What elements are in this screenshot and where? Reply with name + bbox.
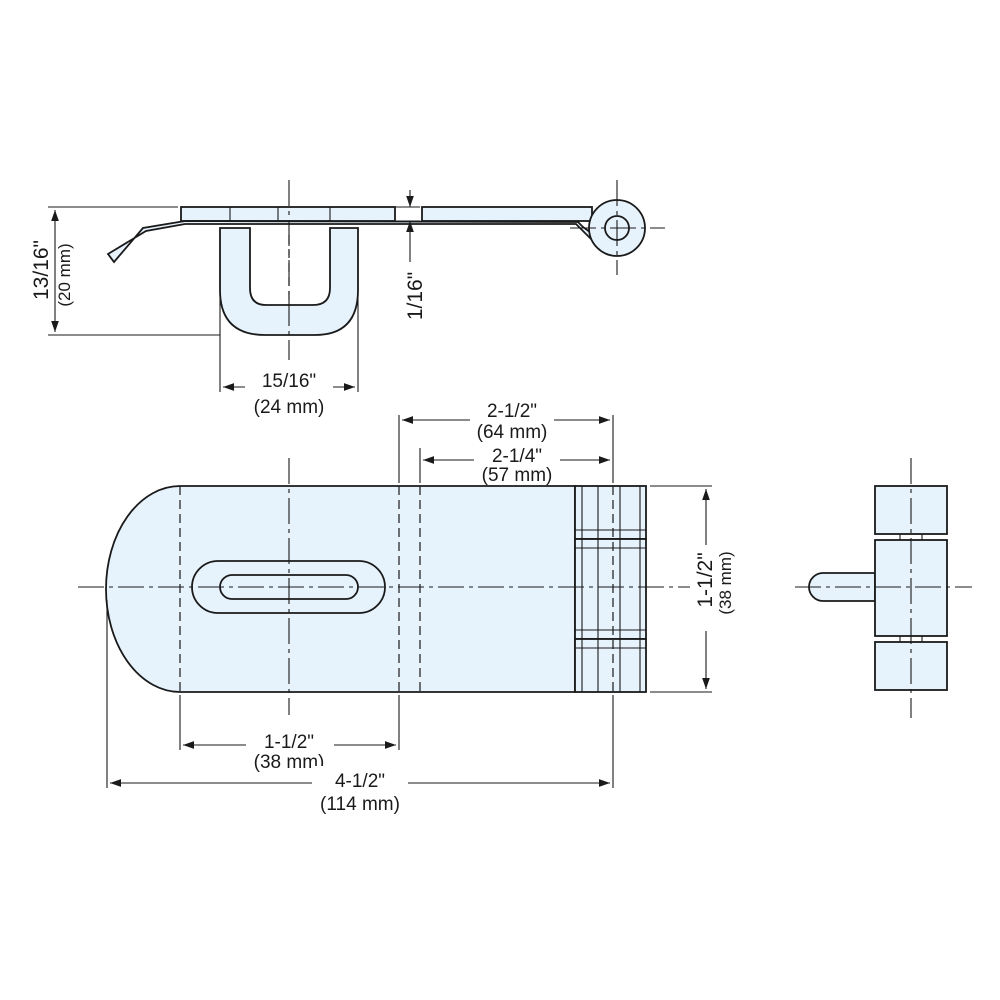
hinge-knuckle-top xyxy=(574,485,647,540)
hinge-to-end-metric: (64 mm) xyxy=(477,422,548,443)
loop-width-label: 15/16" xyxy=(262,371,316,392)
staple-base-plate xyxy=(180,206,396,222)
hinge-knuckle-bottom xyxy=(574,638,647,693)
loop-width-metric: (24 mm) xyxy=(254,397,325,418)
width-label: 1-1/2" xyxy=(694,552,717,607)
hinge-knuckle-middle xyxy=(574,538,647,640)
thickness-label: 1/16" xyxy=(404,272,427,320)
staple-loop xyxy=(219,227,359,336)
slot-to-hinge-metric: (57 mm) xyxy=(482,465,553,486)
end-view xyxy=(795,458,972,718)
slot-to-hinge-label: 2-1/4" xyxy=(492,446,542,467)
top-view: 2-1/2" (64 mm) 2-1/4" (57 mm) 1-1/2" (38… xyxy=(78,398,735,815)
side-height-label: 13/16" xyxy=(30,240,53,300)
overall-length-label: 4-1/2" xyxy=(335,771,385,792)
width-metric: (38 mm) xyxy=(716,551,735,614)
side-view: 13/16" (20 mm) 1/16" 15/16" (24 mm) xyxy=(30,180,665,418)
overall-length-metric: (114 mm) xyxy=(320,794,400,815)
side-height-metric: (20 mm) xyxy=(55,243,74,306)
slot-span-label: 1-1/2" xyxy=(264,732,314,753)
slot-span-metric: (38 mm) xyxy=(254,752,325,773)
hasp-strap-flat xyxy=(421,206,593,222)
hinge-to-end-label: 2-1/2" xyxy=(487,401,537,422)
